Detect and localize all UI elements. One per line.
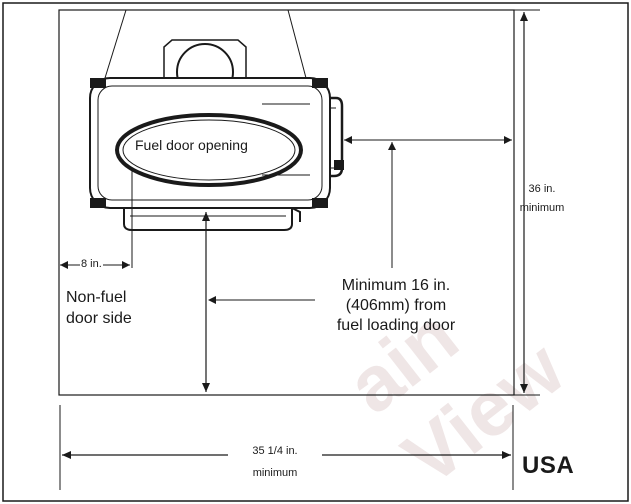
side-handle bbox=[330, 96, 344, 178]
clearance-box bbox=[58, 9, 515, 396]
depth-label: 36 in. minimum bbox=[517, 180, 567, 218]
width-label: 35 1/4 in. minimum bbox=[230, 440, 320, 484]
bottom-rail bbox=[123, 208, 293, 231]
non-fuel-line-1: Non-fuel bbox=[66, 289, 127, 306]
front-line-3: fuel loading door bbox=[336, 317, 456, 334]
flue-line-left bbox=[104, 9, 127, 79]
non-fuel-side-label: Non-fuel door side bbox=[66, 287, 176, 329]
depth-line-1: 36 in. bbox=[528, 183, 556, 195]
front-line-1: Minimum 16 in. bbox=[341, 277, 451, 294]
depth-line-2: minimum bbox=[519, 202, 565, 214]
flue-line-right bbox=[287, 9, 307, 79]
region-label: USA bbox=[522, 452, 575, 479]
width-line-1: 35 1/4 in. bbox=[252, 445, 298, 457]
fuel-door-label: Fuel door opening bbox=[135, 137, 248, 153]
non-fuel-line-2: door side bbox=[66, 310, 132, 327]
front-line-2: (406mm) from bbox=[345, 297, 447, 314]
width-line-2: minimum bbox=[252, 467, 298, 479]
side-clearance-label: 8 in. bbox=[80, 258, 103, 270]
front-clearance-label: Minimum 16 in. (406mm) from fuel loading… bbox=[318, 276, 474, 336]
fuel-door-ellipse bbox=[115, 113, 303, 187]
